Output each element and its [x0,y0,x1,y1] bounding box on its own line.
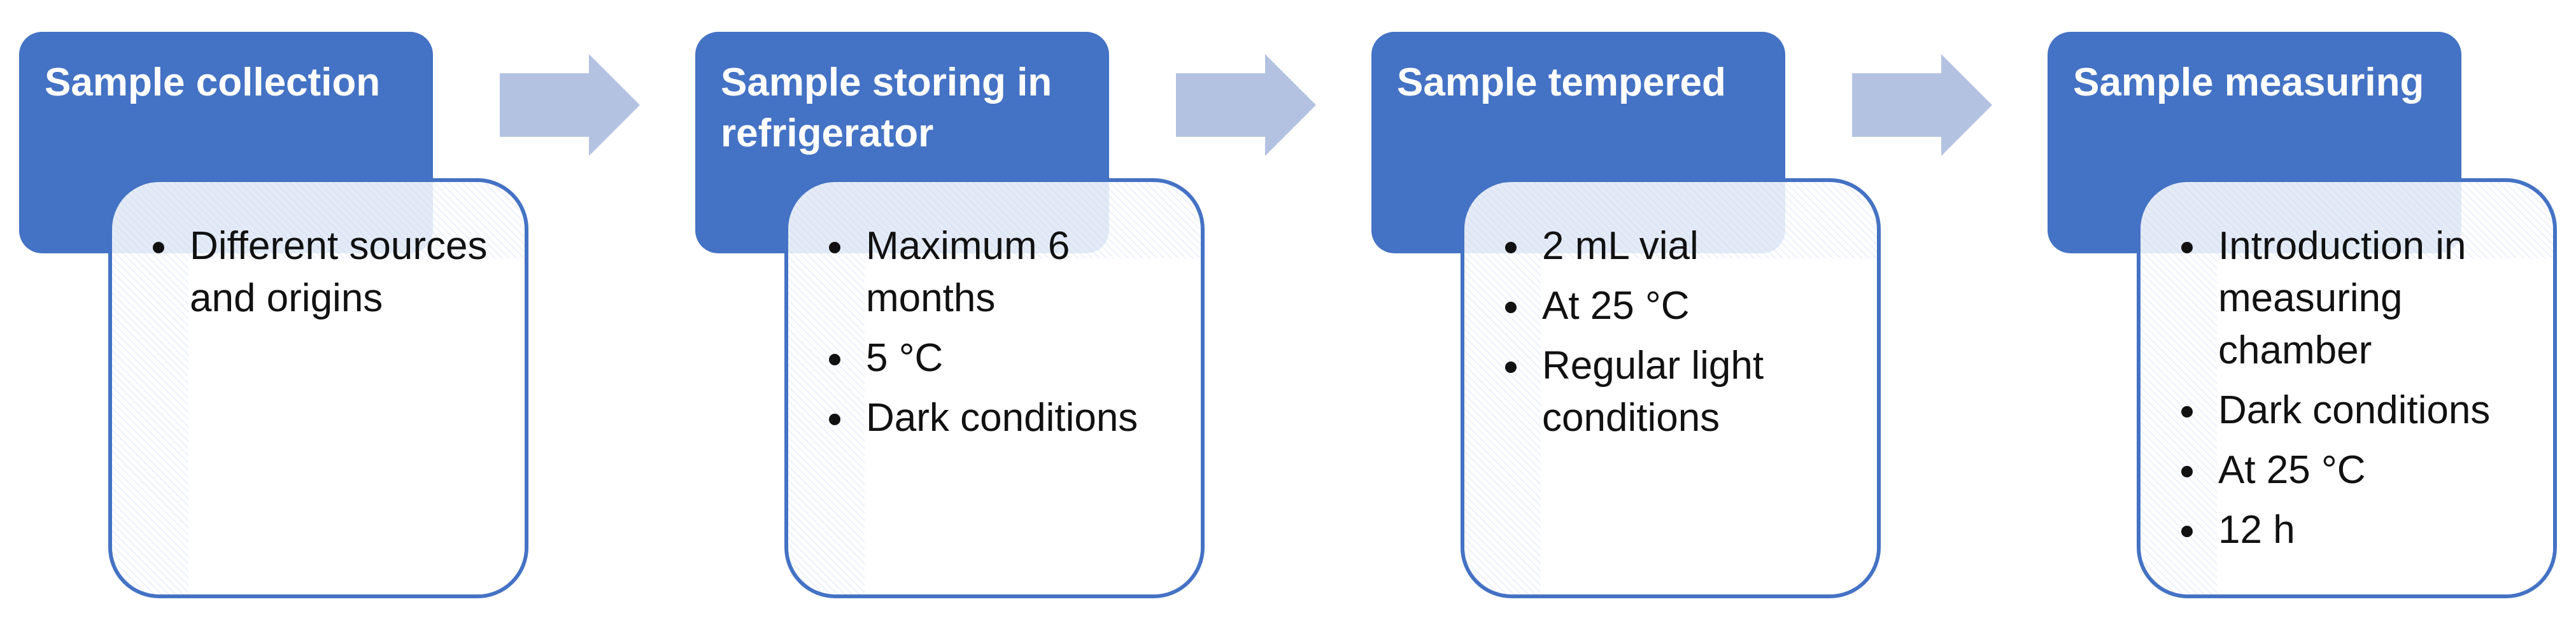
step-sample-storing: Sample storing in refrigerator Maximum 6… [695,0,1268,625]
step-body: Introduction in measuring chamber Dark c… [2137,178,2557,598]
bullet-item: Different sources and origins [150,220,506,325]
bullet-list: Maximum 6 months 5 °C Dark conditions [826,220,1182,444]
step-body: Maximum 6 months 5 °C Dark conditions [784,178,1205,598]
bullet-item: At 25 °C [1503,280,1858,332]
bullet-item: 2 mL vial [1503,220,1858,272]
step-header: Sample storing in refrigerator [695,32,1109,253]
bullet-item: Dark conditions [2179,384,2534,437]
bullet-item: Maximum 6 months [826,220,1182,325]
flow-arrow-icon [1176,54,1316,156]
step-sample-measuring: Sample measuring Introduction in measuri… [2048,0,2576,625]
bullet-item: Regular light conditions [1503,340,1858,444]
step-body: Different sources and origins [108,178,528,598]
step-header: Sample collection [19,32,433,253]
bullet-list: Introduction in measuring chamber Dark c… [2179,220,2534,556]
bullet-item: At 25 °C [2179,444,2534,496]
bullet-item: 12 h [2179,504,2534,556]
step-body: 2 mL vial At 25 °C Regular light conditi… [1461,178,1881,598]
step-header: Sample tempered [1371,32,1785,253]
step-header: Sample measuring [2048,32,2461,253]
bullet-list: Different sources and origins [150,220,506,325]
flow-arrow-icon [500,54,640,156]
bullet-item: Introduction in measuring chamber [2179,220,2534,377]
bullet-item: 5 °C [826,332,1182,384]
flow-arrow-icon [1852,54,1992,156]
bullet-item: Dark conditions [826,392,1182,444]
step-sample-tempered: Sample tempered 2 mL vial At 25 °C Regul… [1371,0,1944,625]
step-sample-collection: Sample collection Different sources and … [19,0,592,625]
bullet-list: 2 mL vial At 25 °C Regular light conditi… [1503,220,1858,444]
